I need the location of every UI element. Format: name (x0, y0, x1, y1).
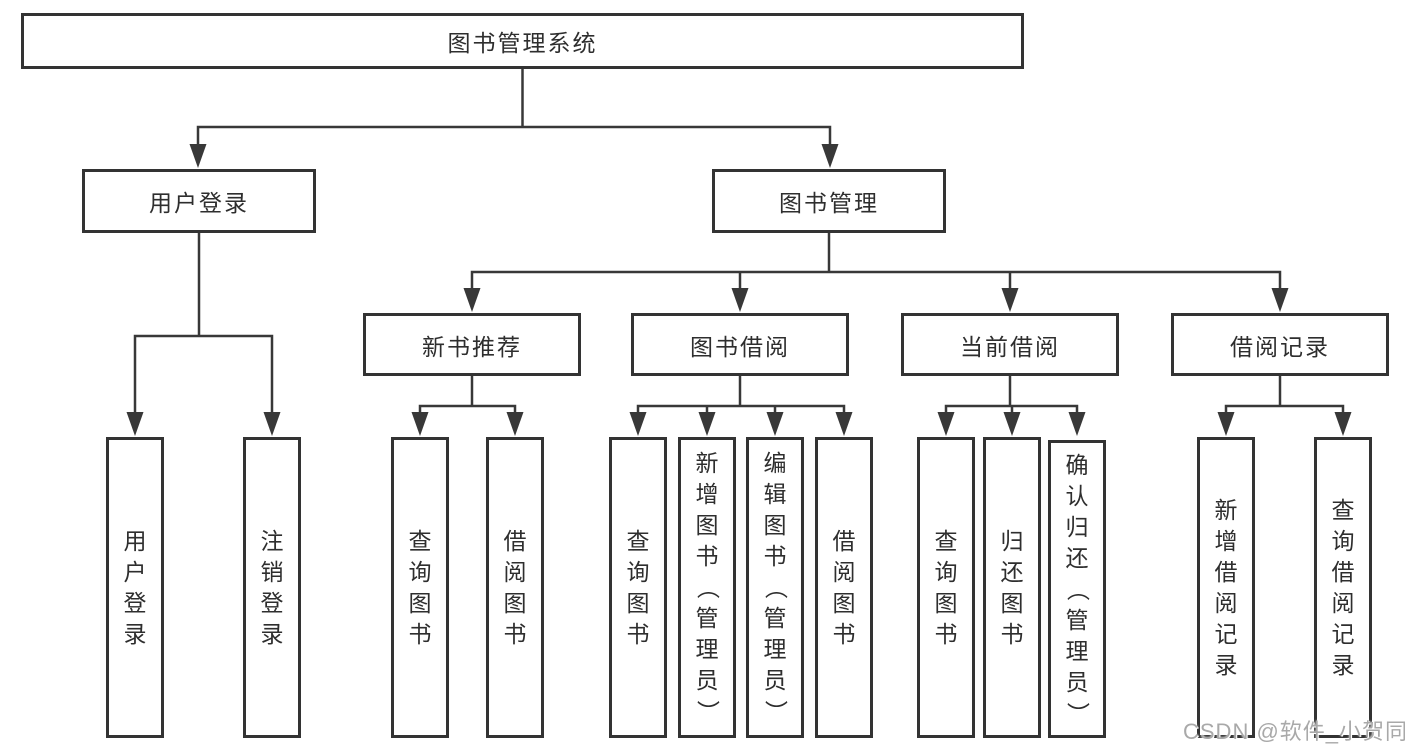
leaf-query-books-current-label: 查询图书 (934, 527, 958, 647)
node-borrowing-records-label: 借阅记录 (1230, 333, 1330, 360)
node-root: 图书管理系统 (21, 13, 1024, 69)
leaf-logout-label: 注销登录 (260, 527, 284, 647)
leaf-add-borrow-record: 新增借阅记录 (1197, 437, 1255, 738)
leaf-add-book-admin: 新增图书（管理员） (678, 437, 736, 738)
leaf-return-books-label: 归还图书 (1000, 527, 1024, 647)
node-root-label: 图书管理系统 (447, 30, 598, 56)
leaf-confirm-return-admin: 确认归还（管理员） (1048, 440, 1106, 738)
node-current-borrowing: 当前借阅 (901, 313, 1119, 376)
node-book-borrowing-label: 图书借阅 (690, 333, 790, 360)
leaf-borrow-books-label: 借阅图书 (832, 527, 856, 647)
csdn-watermark: CSDN @软件_小贺同学 (1183, 719, 1405, 744)
leaf-user-login-label: 用户登录 (123, 527, 147, 647)
leaf-query-books-borrow: 查询图书 (609, 437, 667, 738)
connector-newbook-children (418, 404, 517, 418)
leaf-query-borrow-record-label: 查询借阅记录 (1331, 496, 1355, 678)
node-new-book-recommendation: 新书推荐 (363, 313, 581, 376)
leaf-edit-book-admin-label: 编辑图书（管理员） (762, 450, 789, 723)
arrowheads (126, 144, 1352, 436)
leaf-add-book-admin-label: 新增图书（管理员） (694, 450, 721, 723)
leaf-edit-book-admin: 编辑图书（管理员） (746, 437, 804, 738)
leaf-borrow-books-recommend-label: 借阅图书 (503, 527, 527, 647)
node-user-login: 用户登录 (82, 169, 316, 233)
leaf-add-borrow-record-label: 新增借阅记录 (1214, 496, 1238, 678)
connector-level3 (470, 270, 1282, 293)
leaf-query-books-recommend: 查询图书 (391, 437, 449, 738)
leaf-query-books-current: 查询图书 (917, 437, 975, 738)
leaf-borrow-books: 借阅图书 (815, 437, 873, 738)
node-book-management: 图书管理 (712, 169, 946, 233)
leaf-borrow-books-recommend: 借阅图书 (486, 437, 544, 738)
leaf-user-login: 用户登录 (106, 437, 164, 738)
connector-records-children (1224, 404, 1345, 418)
connector-borrow-children (636, 404, 846, 418)
node-borrowing-records: 借阅记录 (1171, 313, 1389, 376)
leaf-return-books: 归还图书 (983, 437, 1041, 738)
connector-level2 (196, 125, 832, 150)
leaf-logout: 注销登录 (243, 437, 301, 738)
leaf-query-borrow-record: 查询借阅记录 (1314, 437, 1372, 738)
node-book-management-label: 图书管理 (779, 190, 879, 216)
node-current-borrowing-label: 当前借阅 (960, 333, 1060, 360)
connector-userlogin-children (133, 334, 274, 418)
leaf-confirm-return-admin-label: 确认归还（管理员） (1064, 451, 1091, 725)
leaf-query-books-recommend-label: 查询图书 (408, 527, 432, 647)
node-new-book-recommendation-label: 新书推荐 (422, 333, 522, 360)
node-user-login-label: 用户登录 (149, 190, 249, 216)
node-book-borrowing: 图书借阅 (631, 313, 849, 376)
leaf-query-books-borrow-label: 查询图书 (626, 527, 650, 647)
